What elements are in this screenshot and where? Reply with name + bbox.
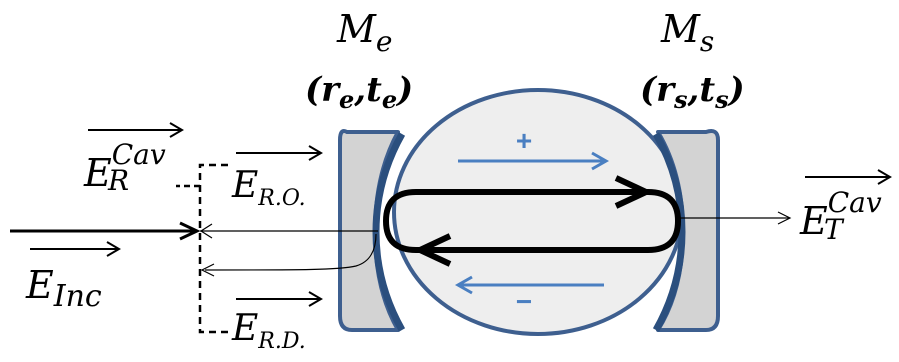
reflected-thin-arrowhead <box>199 223 213 239</box>
exit-mirror-coefficients: (rs,ts) <box>640 70 745 114</box>
exit-mirror-name: Ms <box>660 7 714 58</box>
incident-field-label: EInc <box>25 263 102 314</box>
entry-mirror-coefficients: (re,te) <box>305 70 413 114</box>
summation-bracket <box>198 163 228 334</box>
reflected-direct-arrowhead <box>200 263 215 277</box>
vector-arrow-incident <box>30 241 121 257</box>
entry-mirror-name: Me <box>336 7 393 58</box>
vector-arrow-transmitted-cavity <box>805 169 892 185</box>
positive-sign: + <box>516 125 532 156</box>
transmitted-beam-arrowhead <box>777 211 792 225</box>
cavity-body <box>392 88 684 336</box>
vector-arrow-reflected-ro <box>236 145 323 161</box>
entry-mirror-surface <box>372 132 406 332</box>
reflected-cavity-field-label: ECav <box>83 138 166 195</box>
negative-sign: − <box>516 286 532 317</box>
loop-arrowhead-bottom <box>412 233 452 267</box>
backward-wave-arrowhead <box>454 275 473 295</box>
transmitted-cavity-field-sub: T <box>824 213 845 246</box>
vector-arrow-reflected-rd <box>236 291 323 307</box>
reflected-cavity-field-sub: R <box>107 164 129 197</box>
reflected-rd-field-label: ER.D. <box>231 308 306 354</box>
vector-arrow-reflected-cavity <box>88 122 184 138</box>
exit-mirror-surface <box>652 132 686 332</box>
forward-wave-arrowhead <box>591 151 610 171</box>
loop-arrowhead-top <box>614 175 654 209</box>
round-trip-loop <box>382 189 682 253</box>
transmitted-cavity-field-label: ECav <box>799 186 882 243</box>
reflected-direct-beam <box>204 233 377 271</box>
reflected-ro-field-label: ER.O. <box>231 165 306 211</box>
incident-beam-arrowhead <box>179 221 201 241</box>
